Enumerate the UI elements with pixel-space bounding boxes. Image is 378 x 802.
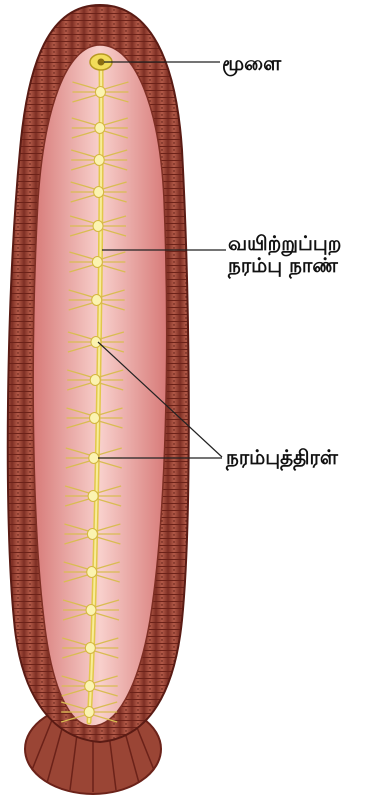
ganglion [93,221,103,232]
ganglion [90,413,100,424]
ganglion [92,257,102,268]
ganglion [87,567,97,578]
ganglion [85,643,95,654]
ventral-nerve-cord-label-line2: நரம்பு நாண் [228,254,341,276]
ganglion [84,707,94,718]
ganglion [91,337,101,348]
ganglion [90,375,100,386]
ganglion [94,155,104,166]
ganglion [95,123,105,134]
ganglion [85,681,95,692]
ganglion [89,453,99,464]
ganglion [95,87,105,98]
ganglion [94,187,104,198]
ganglion [88,491,98,502]
ganglion [87,529,97,540]
ventral-nerve-cord-label: வயிற்றுப்புற நரம்பு நாண் [228,232,341,276]
ganglia-label: நரம்புத்திரள் [226,446,338,468]
ganglion [86,605,96,616]
ventral-nerve-cord-label-line1: வயிற்றுப்புற [228,231,341,255]
ganglion [92,295,102,306]
brain-label: மூளை [222,52,281,74]
